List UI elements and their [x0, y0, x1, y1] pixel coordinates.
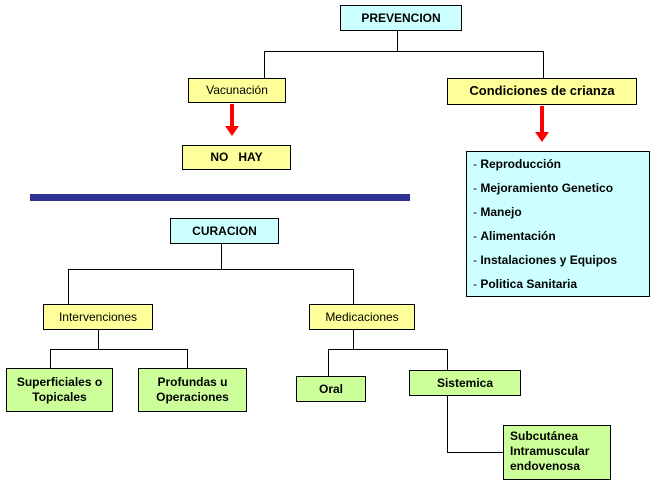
connector — [264, 51, 544, 52]
medicaciones-label: Medicaciones — [325, 309, 399, 324]
arrow-head-icon — [225, 126, 239, 136]
connector — [264, 51, 265, 78]
connector — [328, 349, 448, 350]
connector — [98, 330, 99, 349]
list-item: - Manejo — [473, 205, 522, 219]
connector — [187, 349, 188, 368]
condiciones-node: Condiciones de crianza — [447, 78, 637, 105]
arrow-down-icon — [230, 104, 234, 126]
sistemica-label: Sistemica — [436, 375, 494, 390]
list-item: - Instalaciones y Equipos — [473, 253, 618, 267]
sistemica-routes-node: Subcutánea Intramuscular endovenosa — [503, 425, 611, 480]
connector — [221, 244, 222, 269]
connector — [353, 269, 354, 304]
connector — [543, 51, 544, 78]
superficiales-line2: Topicales — [32, 390, 87, 404]
list-item: - Reproducción — [473, 157, 562, 171]
condiciones-list: - Reproducción - Mejoramiento Genetico -… — [466, 151, 650, 297]
no-hay-node: NO HAY — [182, 145, 291, 170]
vacunacion-node: Vacunación — [188, 78, 286, 103]
arrow-down-icon — [540, 106, 544, 132]
oral-node: Oral — [296, 376, 366, 402]
superficiales-node: Superficiales o Topicales — [6, 368, 113, 412]
arrow-head-icon — [535, 132, 549, 142]
vacunacion-label: Vacunación — [206, 83, 268, 97]
list-item: - Politica Sanitaria — [473, 277, 578, 291]
sistemica-node: Sistemica — [409, 370, 521, 396]
intervenciones-node: Intervenciones — [43, 304, 153, 330]
connector — [397, 31, 398, 51]
curacion-label: CURACION — [192, 223, 257, 238]
connector — [50, 349, 51, 368]
profundas-line1: Profundas u — [157, 375, 228, 389]
curacion-node: CURACION — [170, 218, 279, 244]
connector — [447, 396, 448, 452]
route-endovenosa: endovenosa — [510, 459, 581, 473]
connector — [447, 349, 448, 370]
prevencion-node: PREVENCION — [340, 5, 462, 31]
no-hay-label: NO HAY — [210, 150, 263, 164]
superficiales-line1: Superficiales o — [16, 375, 103, 389]
prevencion-label: PREVENCION — [361, 10, 441, 25]
condiciones-label: Condiciones de crianza — [469, 83, 615, 99]
medicaciones-node: Medicaciones — [309, 304, 415, 330]
section-divider — [30, 194, 410, 201]
oral-label: Oral — [318, 381, 343, 396]
connector — [68, 269, 354, 270]
connector — [50, 349, 188, 350]
list-item: - Alimentación — [473, 229, 556, 243]
route-subcutanea: Subcutánea — [510, 429, 579, 443]
route-intramuscular: Intramuscular — [510, 444, 590, 458]
intervenciones-label: Intervenciones — [58, 309, 138, 324]
connector — [328, 349, 329, 376]
connector — [447, 452, 503, 453]
profundas-node: Profundas u Operaciones — [138, 368, 247, 412]
list-item: - Mejoramiento Genetico — [473, 181, 614, 195]
profundas-line2: Operaciones — [156, 390, 229, 404]
connector — [68, 269, 69, 304]
connector — [353, 330, 354, 349]
